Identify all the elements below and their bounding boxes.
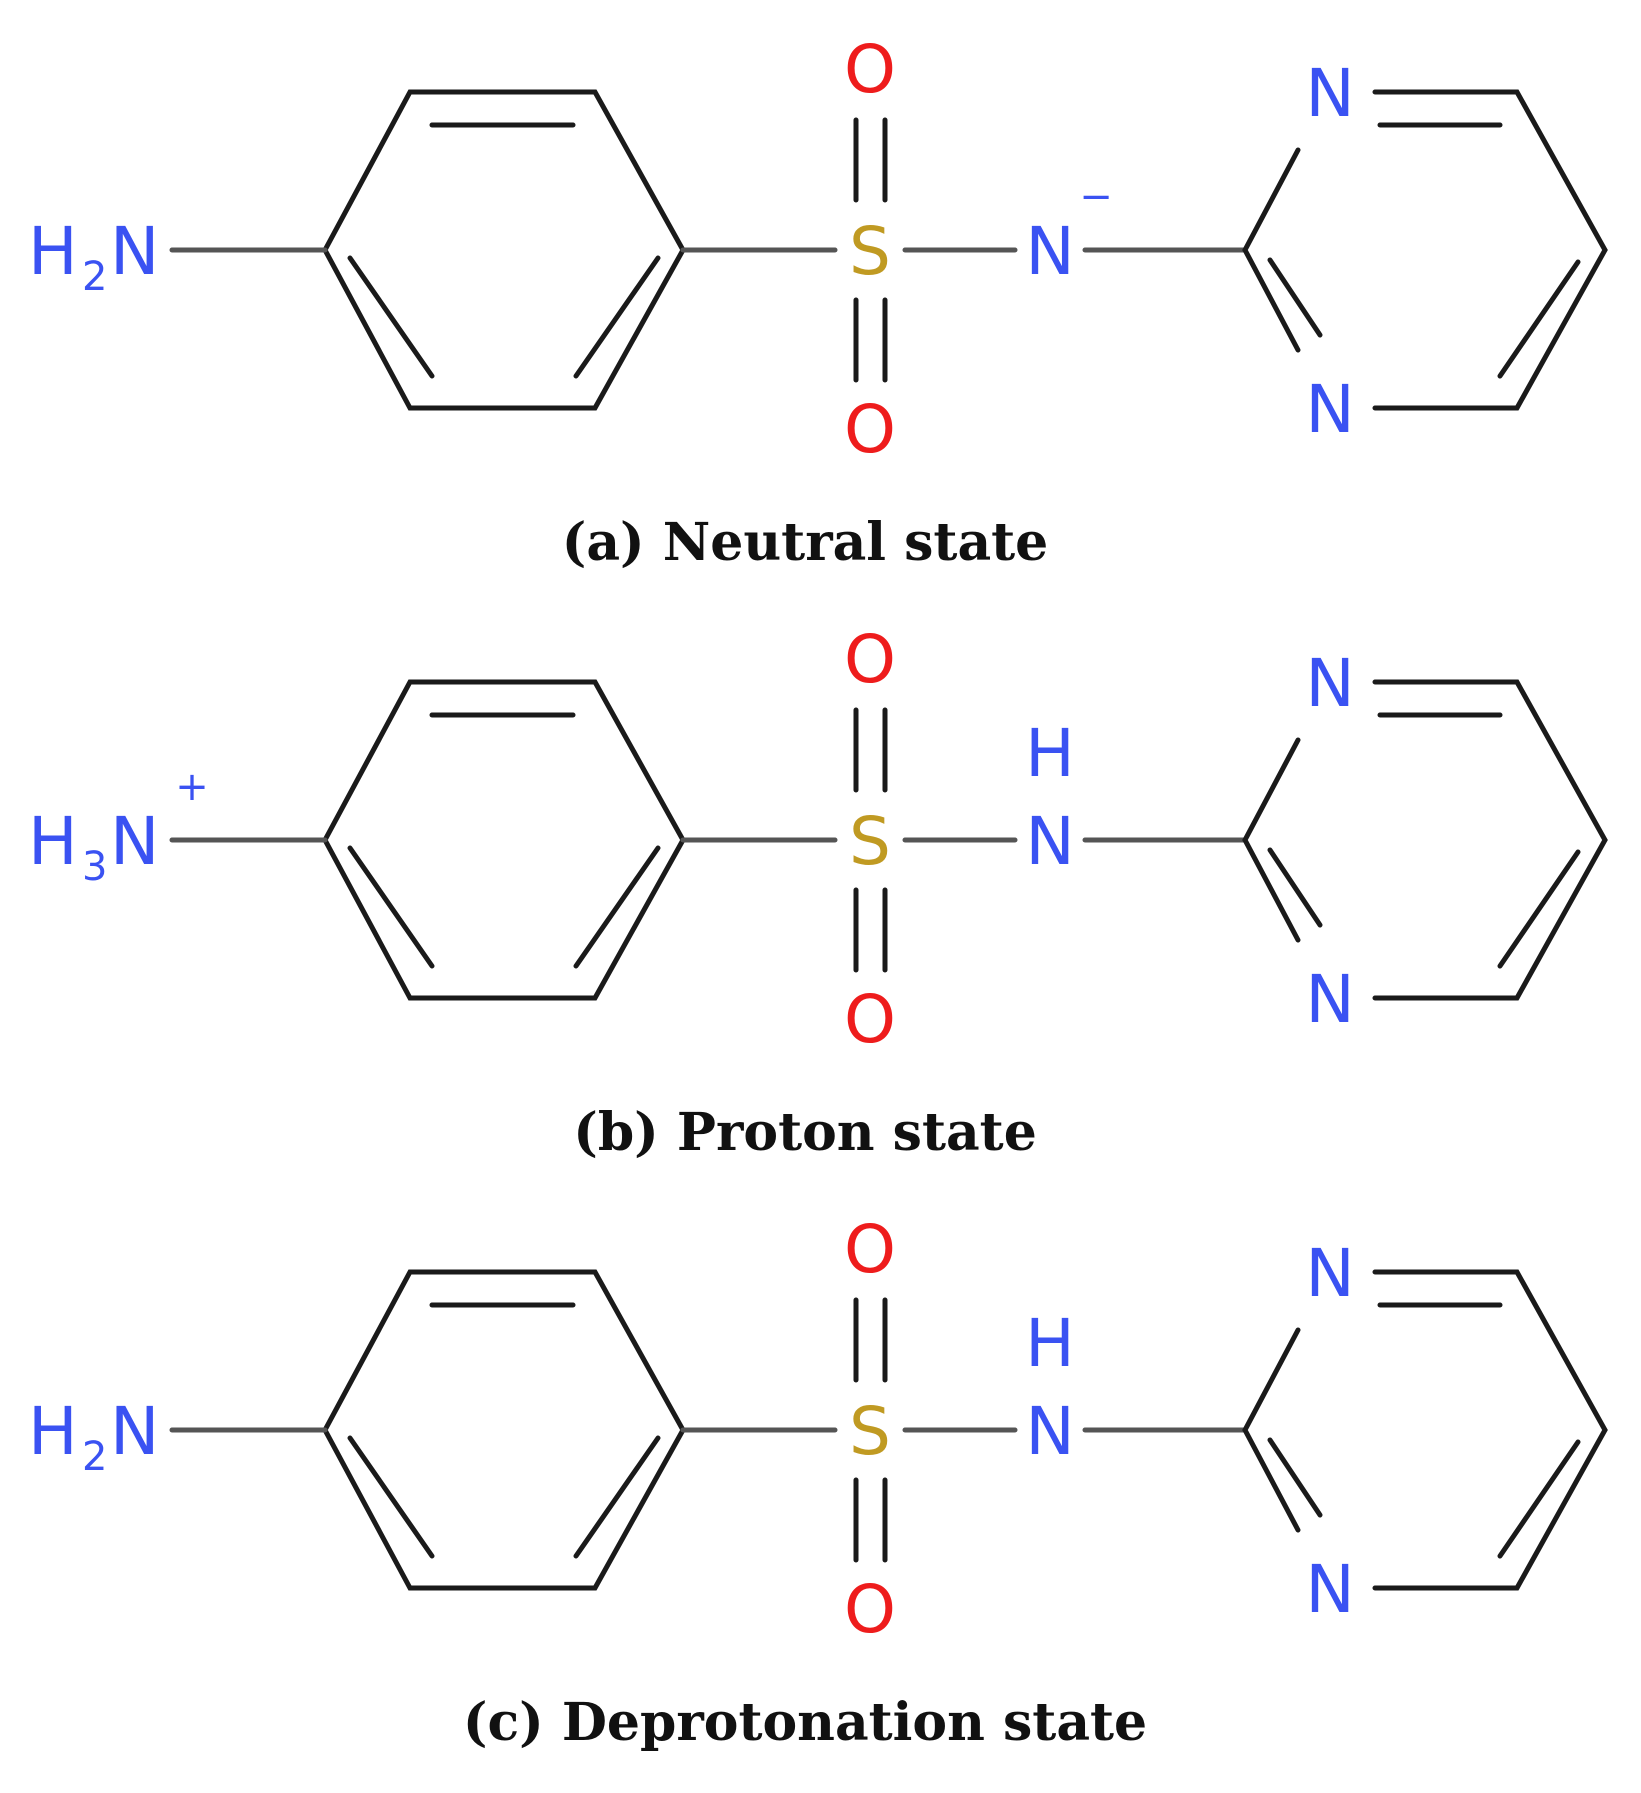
amine-h: H — [28, 803, 78, 880]
sulfur-atom: S — [849, 213, 891, 290]
sulfonamide-h: H — [1025, 715, 1075, 792]
sulfur-atom: S — [849, 1393, 891, 1470]
oxygen-top-atom: O — [844, 621, 896, 698]
amine-n: N — [110, 213, 159, 290]
amine-h-count: 2 — [82, 1434, 107, 1480]
oxygen-top-atom: O — [844, 31, 896, 108]
sulfonamide-n: N — [1025, 1393, 1074, 1470]
amine-h-count: 3 — [82, 844, 107, 890]
pyrimidine-n-bottom: N — [1305, 961, 1354, 1038]
pyrimidine-n-bottom: N — [1305, 1551, 1354, 1628]
oxygen-bottom-atom: O — [844, 1571, 896, 1648]
panel-caption: (a) Neutral state — [562, 512, 1048, 573]
amine-charge: + — [175, 764, 209, 810]
sulfonamide-n: N — [1025, 803, 1074, 880]
pyrimidine-n-top: N — [1305, 55, 1354, 132]
sulfonamide-charge: − — [1079, 174, 1113, 220]
amine-h: H — [28, 213, 78, 290]
pyrimidine-n-top: N — [1305, 645, 1354, 722]
panel-caption: (c) Deprotonation state — [463, 1692, 1147, 1753]
amine-h-count: 2 — [82, 254, 107, 300]
oxygen-bottom-atom: O — [844, 981, 896, 1058]
amine-n: N — [110, 1393, 159, 1470]
oxygen-top-atom: O — [844, 1211, 896, 1288]
sulfonamide-h: H — [1025, 1305, 1075, 1382]
sulfur-atom: S — [849, 803, 891, 880]
pyrimidine-n-bottom: N — [1305, 371, 1354, 448]
sulfonamide-n: N — [1025, 213, 1074, 290]
oxygen-bottom-atom: O — [844, 391, 896, 468]
panel-caption: (b) Proton state — [573, 1102, 1037, 1163]
amine-h: H — [28, 1393, 78, 1470]
amine-n: N — [110, 803, 159, 880]
pyrimidine-n-top: N — [1305, 1235, 1354, 1312]
